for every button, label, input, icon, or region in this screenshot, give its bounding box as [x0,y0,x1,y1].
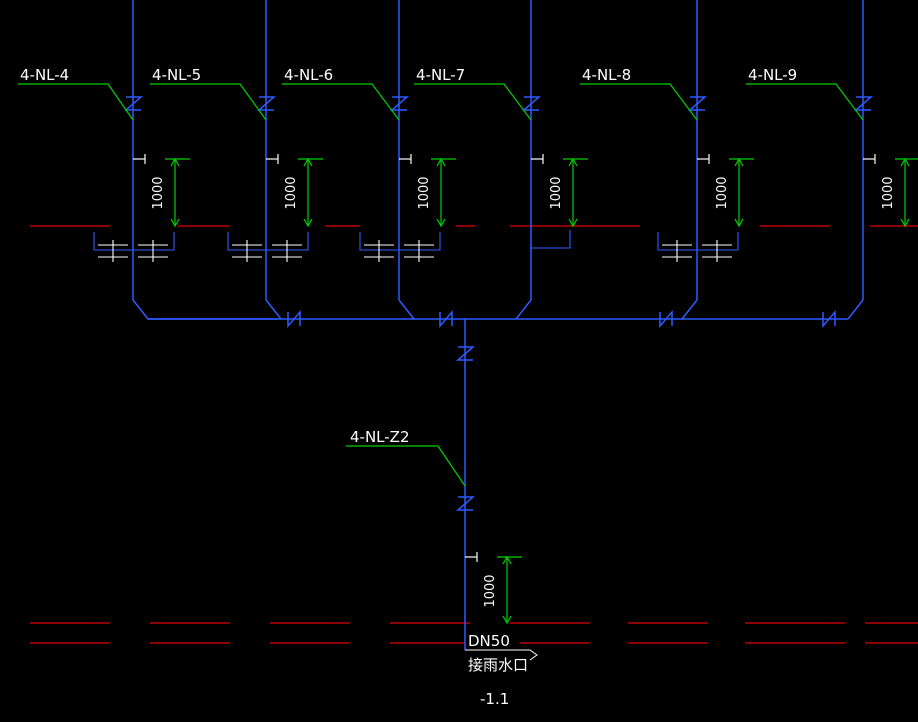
outlet-name: 接雨水口 [468,656,528,674]
pipe-label-nl-7: 4-NL-7 [416,66,465,84]
outlet-size: DN50 [468,632,510,650]
pipe-label-nl-9: 4-NL-9 [748,66,797,84]
dimension-value: 1000 [151,176,166,209]
pipe-label-nl-4: 4-NL-4 [20,66,69,84]
cleanout-stubs [133,154,876,562]
pipe-label-nl-6: 4-NL-6 [284,66,333,84]
dimension-value: 1000 [549,176,564,209]
dimension-value: 1000 [881,176,896,209]
dimension-value: 1000 [284,176,299,209]
pipe-label-nl-5: 4-NL-5 [152,66,201,84]
dimension-value: 1000 [417,176,432,209]
pipe-label-nl-8: 4-NL-8 [582,66,631,84]
dimension-value: 1000 [715,176,730,209]
lower-floor-lines [30,622,918,644]
vertical-risers [132,0,864,650]
pipe-break-symbols [123,96,874,511]
riser-label-nl-z2: 4-NL-Z2 [350,428,410,446]
dimension-lines [165,157,918,625]
dimension-value: 1000 [483,574,498,607]
floor-drain-symbols [93,230,739,262]
outlet-leader [465,649,538,661]
outlet-level: -1.1 [480,690,509,708]
leader-lines [18,83,864,487]
